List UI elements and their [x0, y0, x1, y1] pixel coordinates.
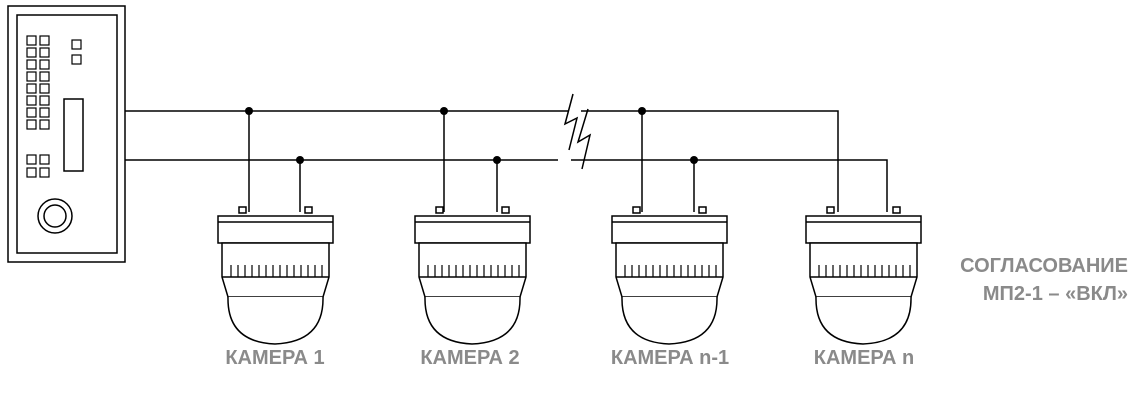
termination-line-2: МП2-1 – «ВКЛ» — [982, 283, 1128, 305]
dome-camera-n — [805, 206, 922, 345]
camera-1-label: КАМЕРА 1 — [225, 347, 325, 369]
dome-camera-2 — [414, 206, 531, 345]
joystick-inner — [43, 204, 67, 228]
keypad-buttons — [26, 35, 82, 178]
dome-camera-1 — [217, 206, 334, 345]
junction-dots — [245, 107, 698, 164]
camera-n-1-label: КАМЕРА n-1 — [610, 347, 730, 369]
termination-line-1: СОГЛАСОВАНИЕ — [960, 255, 1128, 277]
termination-label: СОГЛАСОВАНИЕ МП2-1 – «ВКЛ» — [960, 252, 1128, 308]
joystick-outer — [37, 198, 73, 234]
keyboard-display — [63, 98, 84, 172]
drop-wires — [248, 111, 695, 212]
line-break-symbol — [563, 93, 592, 170]
camera-2-label: КАМЕРА 2 — [420, 347, 520, 369]
dome-camera-n-1 — [611, 206, 728, 345]
camera-n-label: КАМЕРА n — [813, 347, 915, 369]
bus-lines — [125, 110, 888, 212]
control-keyboard — [7, 5, 126, 263]
